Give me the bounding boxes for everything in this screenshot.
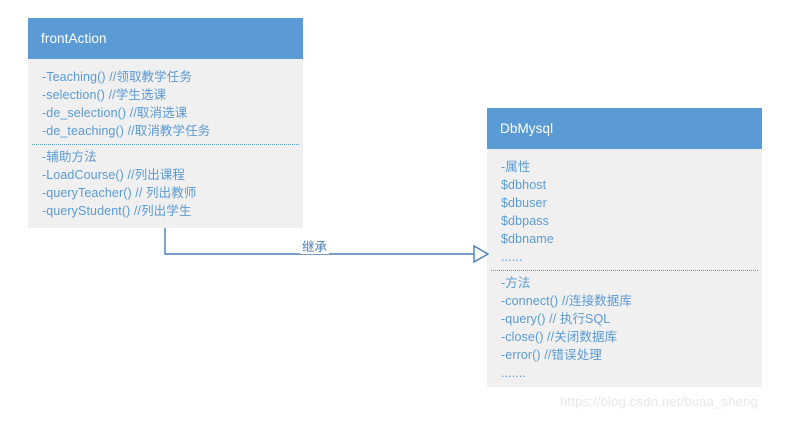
uml-member-row: -Teaching() //领取教学任务 (42, 70, 192, 84)
uml-member-row-ellipsis: ...... (501, 250, 523, 264)
uml-class-body-dbmysql: -属性 $dbhost $dbuser $dbpass $dbname ....… (487, 149, 762, 387)
connector-label: 继承 (300, 240, 330, 254)
uml-member-row: -connect() //连接数据库 (501, 294, 632, 308)
uml-compartment-methods: -方法 -connect() //连接数据库 -query() // 执行SQL… (487, 274, 762, 382)
uml-member-row-ellipsis: ....... (501, 366, 527, 380)
uml-class-body-frontaction: -Teaching() //领取教学任务 -selection() //学生选课… (28, 59, 303, 228)
uml-member-row: $dbpass (501, 214, 549, 228)
uml-member-row: $dbhost (501, 178, 547, 192)
uml-class-title: frontAction (41, 30, 107, 46)
watermark-text: https://blog.csdn.net/buaa_sheng (560, 394, 758, 409)
uml-member-row: -LoadCourse() //列出课程 (42, 168, 186, 182)
uml-class-frontaction[interactable]: frontAction -Teaching() //领取教学任务 -select… (28, 18, 303, 228)
uml-member-row: -方法 (501, 276, 531, 290)
uml-class-title: DbMysql (500, 120, 554, 136)
uml-member-row: -queryTeacher() // 列出教师 (42, 186, 197, 200)
uml-member-row: $dbuser (501, 196, 547, 210)
uml-compartment-divider (32, 144, 299, 145)
uml-compartment-main-methods: -Teaching() //领取教学任务 -selection() //学生选课… (28, 68, 303, 140)
uml-compartment-helper-methods: -辅助方法 -LoadCourse() //列出课程 -queryTeacher… (28, 148, 303, 220)
uml-member-row: $dbname (501, 232, 554, 246)
uml-class-header-frontaction: frontAction (28, 18, 303, 59)
uml-member-row: -query() // 执行SQL (501, 312, 611, 326)
uml-member-row: -queryStudent() //列出学生 (42, 204, 192, 218)
uml-member-row: -close() //关闭数据库 (501, 330, 618, 344)
uml-compartment-divider (491, 270, 758, 271)
uml-class-header-dbmysql: DbMysql (487, 108, 762, 149)
uml-member-row: -de_teaching() //取消教学任务 (42, 124, 211, 138)
hollow-triangle-arrowhead-icon (473, 244, 490, 264)
uml-member-row: -selection() //学生选课 (42, 88, 167, 102)
uml-compartment-attributes: -属性 $dbhost $dbuser $dbpass $dbname ....… (487, 158, 762, 266)
uml-class-dbmysql[interactable]: DbMysql -属性 $dbhost $dbuser $dbpass $dbn… (487, 108, 762, 387)
uml-member-row: -de_selection() //取消选课 (42, 106, 188, 120)
uml-member-row: -辅助方法 (42, 150, 97, 164)
uml-member-row: -error() //错误处理 (501, 348, 602, 362)
uml-member-row: -属性 (501, 160, 531, 174)
